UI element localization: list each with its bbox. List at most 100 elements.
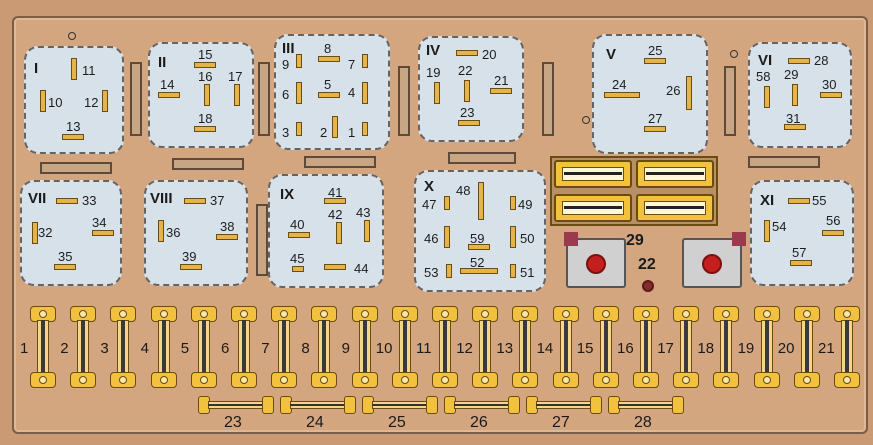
relay-pin [790,260,812,266]
fuse[interactable] [280,396,356,414]
relay-pin [332,116,338,138]
pin-number: 15 [198,47,213,62]
fuse[interactable] [362,396,438,414]
fuse[interactable] [432,306,458,388]
main-fuse [636,194,714,222]
relay-pin [204,84,210,106]
fuse-number: 21 [818,340,835,357]
pin-number: 38 [220,219,235,234]
fuse-number: 7 [261,340,270,357]
relay-pin [216,234,238,240]
relay-pin [318,92,340,98]
separator-bar [748,156,820,168]
pin-number: 59 [470,231,485,246]
fuse-number: 5 [180,340,190,357]
pin-number: 51 [520,265,535,280]
fuse[interactable] [753,306,780,388]
pin-number: 2 [320,125,328,140]
relay-XI: XI 55 54 56 57 [750,180,854,286]
fuse[interactable] [673,306,700,388]
relay-VIII: VIII 37 36 38 39 [144,180,248,286]
fuse[interactable] [713,306,740,388]
fuse-number: 1 [20,340,29,357]
connector [682,232,746,288]
relay-pin [444,196,450,210]
pin-number: 12 [84,95,99,110]
fuse-number: 10 [375,340,393,357]
relay-pin [362,82,368,104]
relay-pin [478,182,484,220]
fuse[interactable] [472,306,499,388]
relay-pin [324,198,346,204]
relay-pin [71,58,77,80]
fuse[interactable] [512,306,539,388]
relay-IX: IX 41 40 42 43 45 44 [268,174,384,288]
relay-pin [102,90,108,112]
relay-pin [158,220,164,242]
pin-number: 17 [228,69,243,84]
relay-pin [644,126,666,132]
pin-number: 37 [210,193,225,208]
fuse[interactable] [271,306,298,388]
pin-number: 23 [460,105,475,120]
pin-number: 54 [772,219,787,234]
relay-pin [194,126,216,132]
pin-number: 4 [348,85,356,100]
pin-number: 33 [82,193,97,208]
fuse[interactable] [231,306,257,388]
pin-number: 39 [182,249,197,264]
pin-number: 7 [348,57,356,72]
pin-number: 22 [458,63,473,78]
relay-pin [194,62,216,68]
fuse[interactable] [150,306,177,388]
separator-bar [724,66,736,136]
fuse-number: 23 [224,414,242,431]
main-fuse [554,194,632,222]
pin-number: 36 [166,225,181,240]
pin-number: 13 [66,119,81,134]
fuse[interactable] [30,306,56,388]
fuse[interactable] [526,396,602,414]
fuse[interactable] [110,306,137,388]
relay-label: II [158,54,167,71]
pin-number: 20 [482,47,497,62]
fuse[interactable] [351,306,378,388]
relay-pin [458,120,480,126]
fuse[interactable] [552,306,579,388]
relay-pin [184,198,206,204]
relay-label: VI [758,52,773,69]
fuse[interactable] [311,306,338,388]
pin-number: 19 [426,65,441,80]
fuse[interactable] [190,306,217,388]
pin-number: 30 [822,77,837,92]
pin-number: 35 [58,249,73,264]
relay-pin [822,230,844,236]
relay-I: I 11 10 12 13 [24,46,124,154]
pin-number: 40 [290,217,305,232]
pin-number: 43 [356,205,371,220]
pin-number: 45 [290,251,305,266]
fuse[interactable] [793,306,820,388]
pin-number: 14 [160,77,175,92]
label-29: 29 [626,232,644,249]
fuse[interactable] [608,396,684,414]
pin-number: 52 [470,255,485,270]
pin-number: 47 [422,197,437,212]
pin-number: 58 [756,69,771,84]
pin-number: 8 [324,41,332,56]
fuse-number: 4 [140,340,149,357]
main-fuse [636,160,714,188]
relay-pin [180,264,202,270]
fuse[interactable] [633,306,659,388]
fuse[interactable] [444,396,520,414]
relay-pin [324,264,346,270]
fuse[interactable] [834,306,860,388]
fuse[interactable] [592,306,619,388]
fuse[interactable] [70,306,97,388]
fuse[interactable] [391,306,418,388]
relay-pin [362,122,368,136]
fuse[interactable] [198,396,274,414]
pin-number: 50 [520,231,535,246]
mounting-hole [68,32,76,40]
relay-label: X [424,178,435,195]
